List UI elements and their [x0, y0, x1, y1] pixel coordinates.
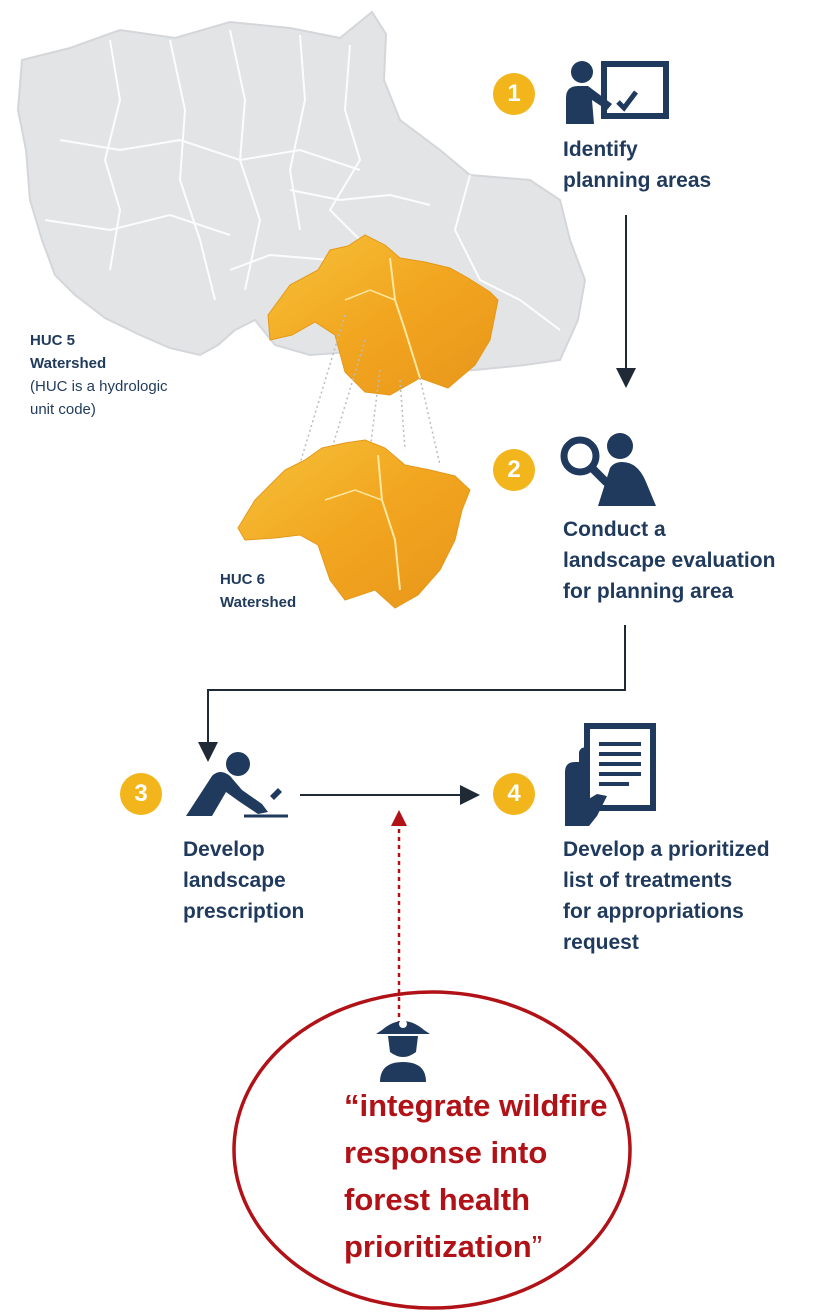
flow-arrows	[198, 215, 636, 805]
step-1-label: Identify planning areas	[563, 134, 711, 196]
callout-pointer-arrow	[391, 810, 407, 1025]
document-hand-icon	[565, 723, 656, 826]
step-4-line: request	[563, 931, 639, 954]
step-4-line: list of treatments	[563, 869, 733, 892]
huc6-title: HUC 6	[220, 571, 266, 588]
huc5-title: Watershed	[30, 355, 107, 372]
step-4-line: for appropriations	[563, 900, 744, 923]
step-2-line: for planning area	[563, 580, 734, 603]
huc5-note: (HUC is a hydrologic	[30, 378, 168, 395]
step-number-3: 3	[120, 773, 162, 815]
callout-line: “integrate wildfire	[344, 1088, 608, 1123]
step-1-line: planning areas	[563, 169, 712, 192]
writing-person-icon	[186, 752, 288, 818]
callout-quote: “integrate wildfire response into forest…	[344, 1082, 608, 1270]
step-number-4: 4	[493, 773, 535, 815]
callout-line: prioritization”	[344, 1223, 608, 1270]
huc6-title: Watershed	[220, 594, 297, 611]
callout-ellipse	[232, 990, 632, 1310]
callout-line: response into	[344, 1135, 548, 1170]
step-3-line: landscape	[183, 869, 286, 892]
huc5-label: HUC 5 Watershed (HUC is a hydrologic uni…	[30, 329, 168, 421]
huc6-highlight-upper	[267, 234, 499, 396]
huc6-watershed-map	[237, 439, 471, 609]
step-2-label: Conduct a landscape evaluation for plann…	[563, 514, 775, 607]
callout-line: forest health	[344, 1182, 531, 1217]
firefighter-icon	[376, 1020, 430, 1082]
step-4-line: Develop a prioritized	[563, 838, 770, 861]
callout-last-word: prioritization	[344, 1229, 532, 1264]
zoom-connector-lines	[297, 314, 441, 471]
huc5-title: HUC 5	[30, 332, 76, 349]
huc6-label: HUC 6 Watershed	[220, 568, 296, 614]
step-2-line: landscape evaluation	[563, 549, 776, 572]
step-3-label: Develop landscape prescription	[183, 834, 304, 927]
step-3-line: Develop	[183, 838, 265, 861]
magnifier-person-icon	[560, 433, 656, 506]
step-3-line: prescription	[183, 900, 305, 923]
step-2-line: Conduct a	[563, 518, 666, 541]
step-4-label: Develop a prioritized list of treatments…	[563, 834, 770, 958]
closing-quote-mark: ”	[531, 1229, 543, 1264]
step-number-1: 1	[493, 73, 535, 115]
step-1-line: Identify	[563, 138, 638, 161]
presentation-board-icon	[566, 61, 669, 124]
step-number-2: 2	[493, 449, 535, 491]
huc5-note: unit code)	[30, 401, 96, 418]
